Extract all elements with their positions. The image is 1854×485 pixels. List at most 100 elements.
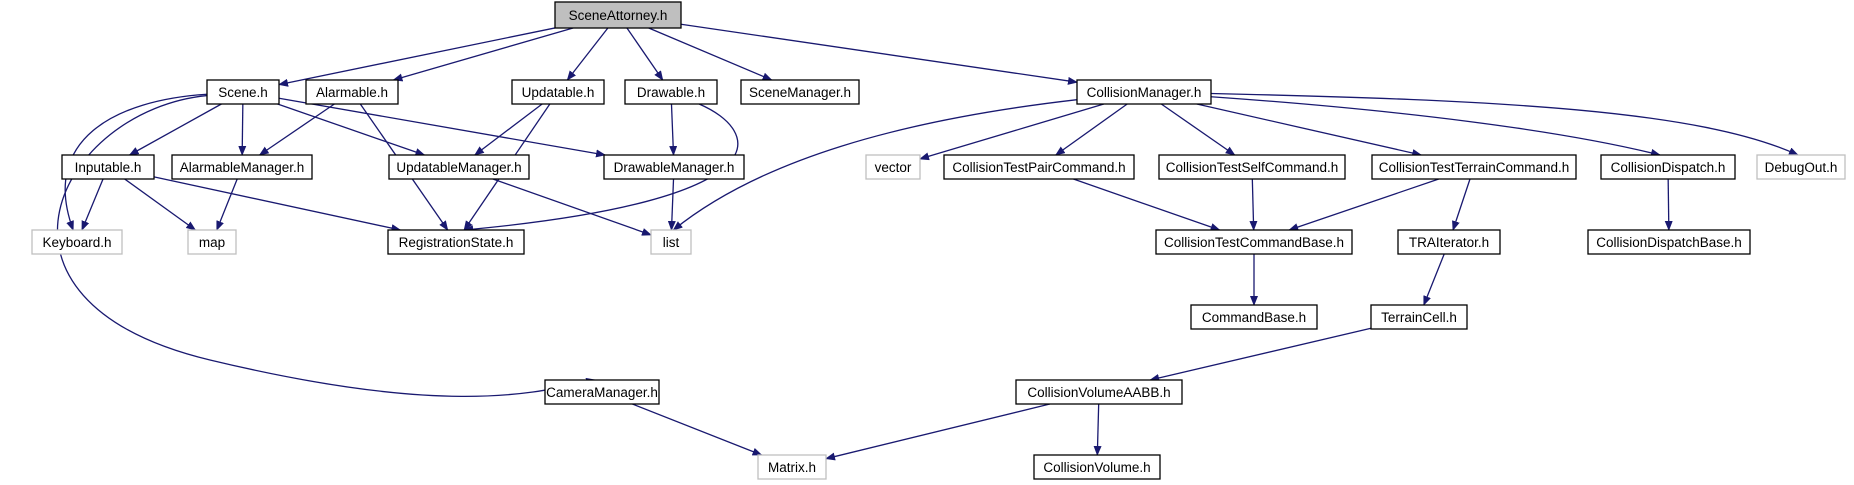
node-box-list[interactable] — [650, 229, 692, 255]
node-label-DrawableManager: DrawableManager.h — [614, 160, 735, 175]
node-list[interactable]: list — [650, 229, 692, 255]
node-label-AlarmableManager: AlarmableManager.h — [180, 160, 305, 175]
node-CollisionDispatchBase[interactable]: CollisionDispatchBase.h — [1587, 229, 1751, 255]
edge-CollisionVolumeAABB-to-Matrix — [825, 403, 1051, 461]
node-CameraManager[interactable]: CameraManager.h — [544, 379, 660, 405]
edge-SceneAttorney-to-Alarmable — [392, 27, 574, 82]
node-SceneManager[interactable]: SceneManager.h — [740, 79, 860, 105]
node-box-TerrainCell[interactable] — [1370, 304, 1468, 330]
edge-Updatable-to-UpdatableManager — [474, 103, 543, 156]
node-box-CommandBase[interactable] — [1190, 304, 1318, 330]
node-box-vector[interactable] — [865, 154, 921, 180]
edge-SceneAttorney-to-Drawable — [626, 27, 664, 81]
node-label-CameraManager: CameraManager.h — [546, 385, 658, 400]
edge-TRAIterator-to-TerrainCell — [1423, 253, 1445, 306]
edge-CameraManager-to-Matrix — [632, 403, 763, 456]
node-box-Matrix[interactable] — [757, 454, 827, 480]
node-CollisionVolumeAABB[interactable]: CollisionVolumeAABB.h — [1015, 379, 1183, 405]
node-map[interactable]: map — [187, 229, 237, 255]
edge-CollisionTestTerrainCommand-to-TRAIterator — [1452, 178, 1471, 231]
node-Drawable[interactable]: Drawable.h — [624, 79, 718, 105]
node-vector[interactable]: vector — [865, 154, 921, 180]
node-label-DebugOut: DebugOut.h — [1765, 160, 1838, 175]
node-CollisionManager[interactable]: CollisionManager.h — [1076, 79, 1212, 105]
node-Inputable[interactable]: Inputable.h — [61, 154, 155, 180]
node-label-CollisionVolume: CollisionVolume.h — [1043, 460, 1150, 475]
node-label-Updatable: Updatable.h — [522, 85, 595, 100]
node-box-Updatable[interactable] — [511, 79, 605, 105]
node-box-CollisionVolume[interactable] — [1033, 454, 1161, 480]
node-DrawableManager[interactable]: DrawableManager.h — [603, 154, 745, 180]
edge-Scene-to-Inputable — [128, 103, 222, 156]
node-label-CollisionTestTerrainCommand: CollisionTestTerrainCommand.h — [1379, 160, 1570, 175]
edge-Inputable-to-Keyboard — [81, 178, 104, 231]
node-box-DrawableManager[interactable] — [603, 154, 745, 180]
node-label-UpdatableManager: UpdatableManager.h — [396, 160, 521, 175]
edge-CollisionManager-to-CollisionTestPairCommand — [1054, 103, 1128, 156]
node-Keyboard[interactable]: Keyboard.h — [31, 229, 123, 255]
node-box-AlarmableManager[interactable] — [171, 154, 313, 180]
node-box-Drawable[interactable] — [624, 79, 718, 105]
node-CollisionTestTerrainCommand[interactable]: CollisionTestTerrainCommand.h — [1371, 154, 1577, 180]
node-box-SceneManager[interactable] — [740, 79, 860, 105]
node-box-map[interactable] — [187, 229, 237, 255]
node-box-UpdatableManager[interactable] — [388, 154, 530, 180]
node-box-Keyboard[interactable] — [31, 229, 123, 255]
edge-CollisionTestTerrainCommand-to-CollisionTestCommandBase — [1288, 178, 1440, 231]
node-box-CollisionVolumeAABB[interactable] — [1015, 379, 1183, 405]
node-box-Inputable[interactable] — [61, 154, 155, 180]
node-Alarmable[interactable]: Alarmable.h — [305, 79, 399, 105]
node-box-CollisionManager[interactable] — [1076, 79, 1212, 105]
node-label-Alarmable: Alarmable.h — [316, 85, 388, 100]
node-label-SceneAttorney: SceneAttorney.h — [569, 8, 668, 23]
edge-Scene-to-UpdatableManager — [277, 103, 426, 156]
node-label-CollisionTestSelfCommand: CollisionTestSelfCommand.h — [1166, 160, 1339, 175]
node-DebugOut[interactable]: DebugOut.h — [1756, 154, 1846, 180]
node-TRAIterator[interactable]: TRAIterator.h — [1397, 229, 1501, 255]
node-box-RegistrationState[interactable] — [387, 229, 525, 255]
node-box-SceneAttorney[interactable] — [554, 1, 682, 29]
node-box-TRAIterator[interactable] — [1397, 229, 1501, 255]
node-box-CollisionTestPairCommand[interactable] — [943, 154, 1135, 180]
node-UpdatableManager[interactable]: UpdatableManager.h — [388, 154, 530, 180]
node-box-CollisionDispatch[interactable] — [1600, 154, 1736, 180]
node-box-CameraManager[interactable] — [544, 379, 660, 405]
edge-CollisionManager-to-CollisionTestSelfCommand — [1160, 103, 1236, 156]
node-Matrix[interactable]: Matrix.h — [757, 454, 827, 480]
edge-CollisionTestSelfCommand-to-CollisionTestCommandBase — [1249, 178, 1258, 231]
edge-CollisionManager-to-vector — [919, 103, 1105, 161]
node-label-Matrix: Matrix.h — [768, 460, 816, 475]
node-CommandBase[interactable]: CommandBase.h — [1190, 304, 1318, 330]
node-CollisionTestSelfCommand[interactable]: CollisionTestSelfCommand.h — [1158, 154, 1346, 180]
node-box-CollisionDispatchBase[interactable] — [1587, 229, 1751, 255]
node-TerrainCell[interactable]: TerrainCell.h — [1370, 304, 1468, 330]
node-box-CollisionTestTerrainCommand[interactable] — [1371, 154, 1577, 180]
node-box-Scene[interactable] — [206, 79, 280, 105]
node-label-RegistrationState: RegistrationState.h — [399, 235, 514, 250]
node-CollisionTestCommandBase[interactable]: CollisionTestCommandBase.h — [1155, 229, 1353, 255]
edge-Scene-to-DrawableManager — [278, 97, 607, 158]
edge-DrawableManager-to-list — [667, 178, 676, 231]
node-box-Alarmable[interactable] — [305, 79, 399, 105]
node-RegistrationState[interactable]: RegistrationState.h — [387, 229, 525, 255]
node-box-CollisionTestSelfCommand[interactable] — [1158, 154, 1346, 180]
node-label-Scene: Scene.h — [218, 85, 268, 100]
edge-CollisionManager-to-CollisionTestTerrainCommand — [1196, 103, 1423, 157]
node-label-CollisionManager: CollisionManager.h — [1087, 85, 1202, 100]
node-Scene[interactable]: Scene.h — [206, 79, 280, 105]
node-AlarmableManager[interactable]: AlarmableManager.h — [171, 154, 313, 180]
node-box-CollisionTestCommandBase[interactable] — [1155, 229, 1353, 255]
node-label-CollisionTestCommandBase: CollisionTestCommandBase.h — [1164, 235, 1344, 250]
node-CollisionDispatch[interactable]: CollisionDispatch.h — [1600, 154, 1736, 180]
node-CollisionTestPairCommand[interactable]: CollisionTestPairCommand.h — [943, 154, 1135, 180]
edge-Scene-to-CameraManager — [56, 94, 597, 397]
node-SceneAttorney[interactable]: SceneAttorney.h — [554, 1, 682, 29]
node-label-Inputable: Inputable.h — [75, 160, 142, 175]
node-CollisionVolume[interactable]: CollisionVolume.h — [1033, 454, 1161, 480]
node-Updatable[interactable]: Updatable.h — [511, 79, 605, 105]
node-box-DebugOut[interactable] — [1756, 154, 1846, 180]
edge-Scene-to-AlarmableManager — [238, 103, 247, 156]
edge-CollisionVolumeAABB-to-CollisionVolume — [1093, 403, 1102, 456]
edge-CollisionTestPairCommand-to-CollisionTestCommandBase — [1073, 178, 1221, 231]
